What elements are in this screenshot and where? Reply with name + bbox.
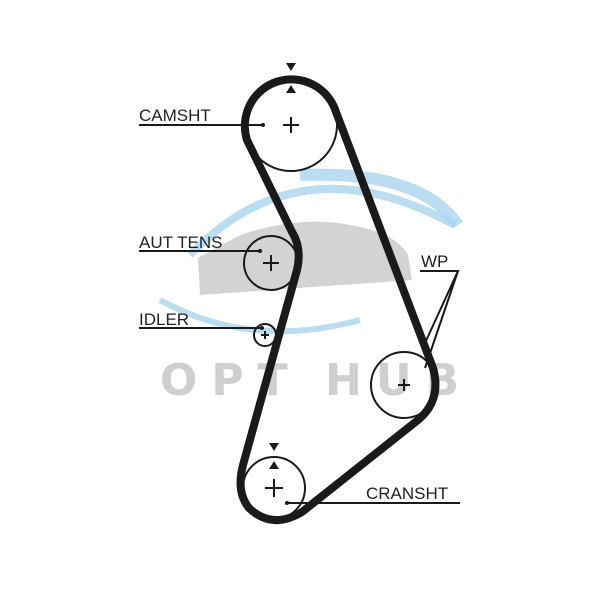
watermark-text-left: OPT — [160, 355, 302, 406]
water-pump-leader — [420, 270, 460, 369]
crank-mark-up-icon — [269, 461, 279, 469]
cam-mark-up-icon — [286, 85, 296, 93]
timing-marks — [269, 63, 296, 469]
car-silhouette — [198, 221, 412, 295]
crankshaft-label: CRANSHT — [366, 484, 448, 503]
center-marks — [261, 117, 410, 497]
idler-label: IDLER — [139, 310, 189, 329]
water-pump-label: WP — [421, 252, 448, 271]
camshaft-label: CAMSHT — [139, 106, 211, 125]
cam-mark-down-icon — [286, 63, 296, 71]
timing-belt — [236, 75, 440, 524]
crank-mark-down-icon — [269, 443, 279, 451]
tensioner-label: AUT TENS — [139, 233, 222, 252]
watermark-text-right: HUB — [325, 355, 473, 406]
watermark-logo: OPT HUB — [158, 168, 473, 406]
